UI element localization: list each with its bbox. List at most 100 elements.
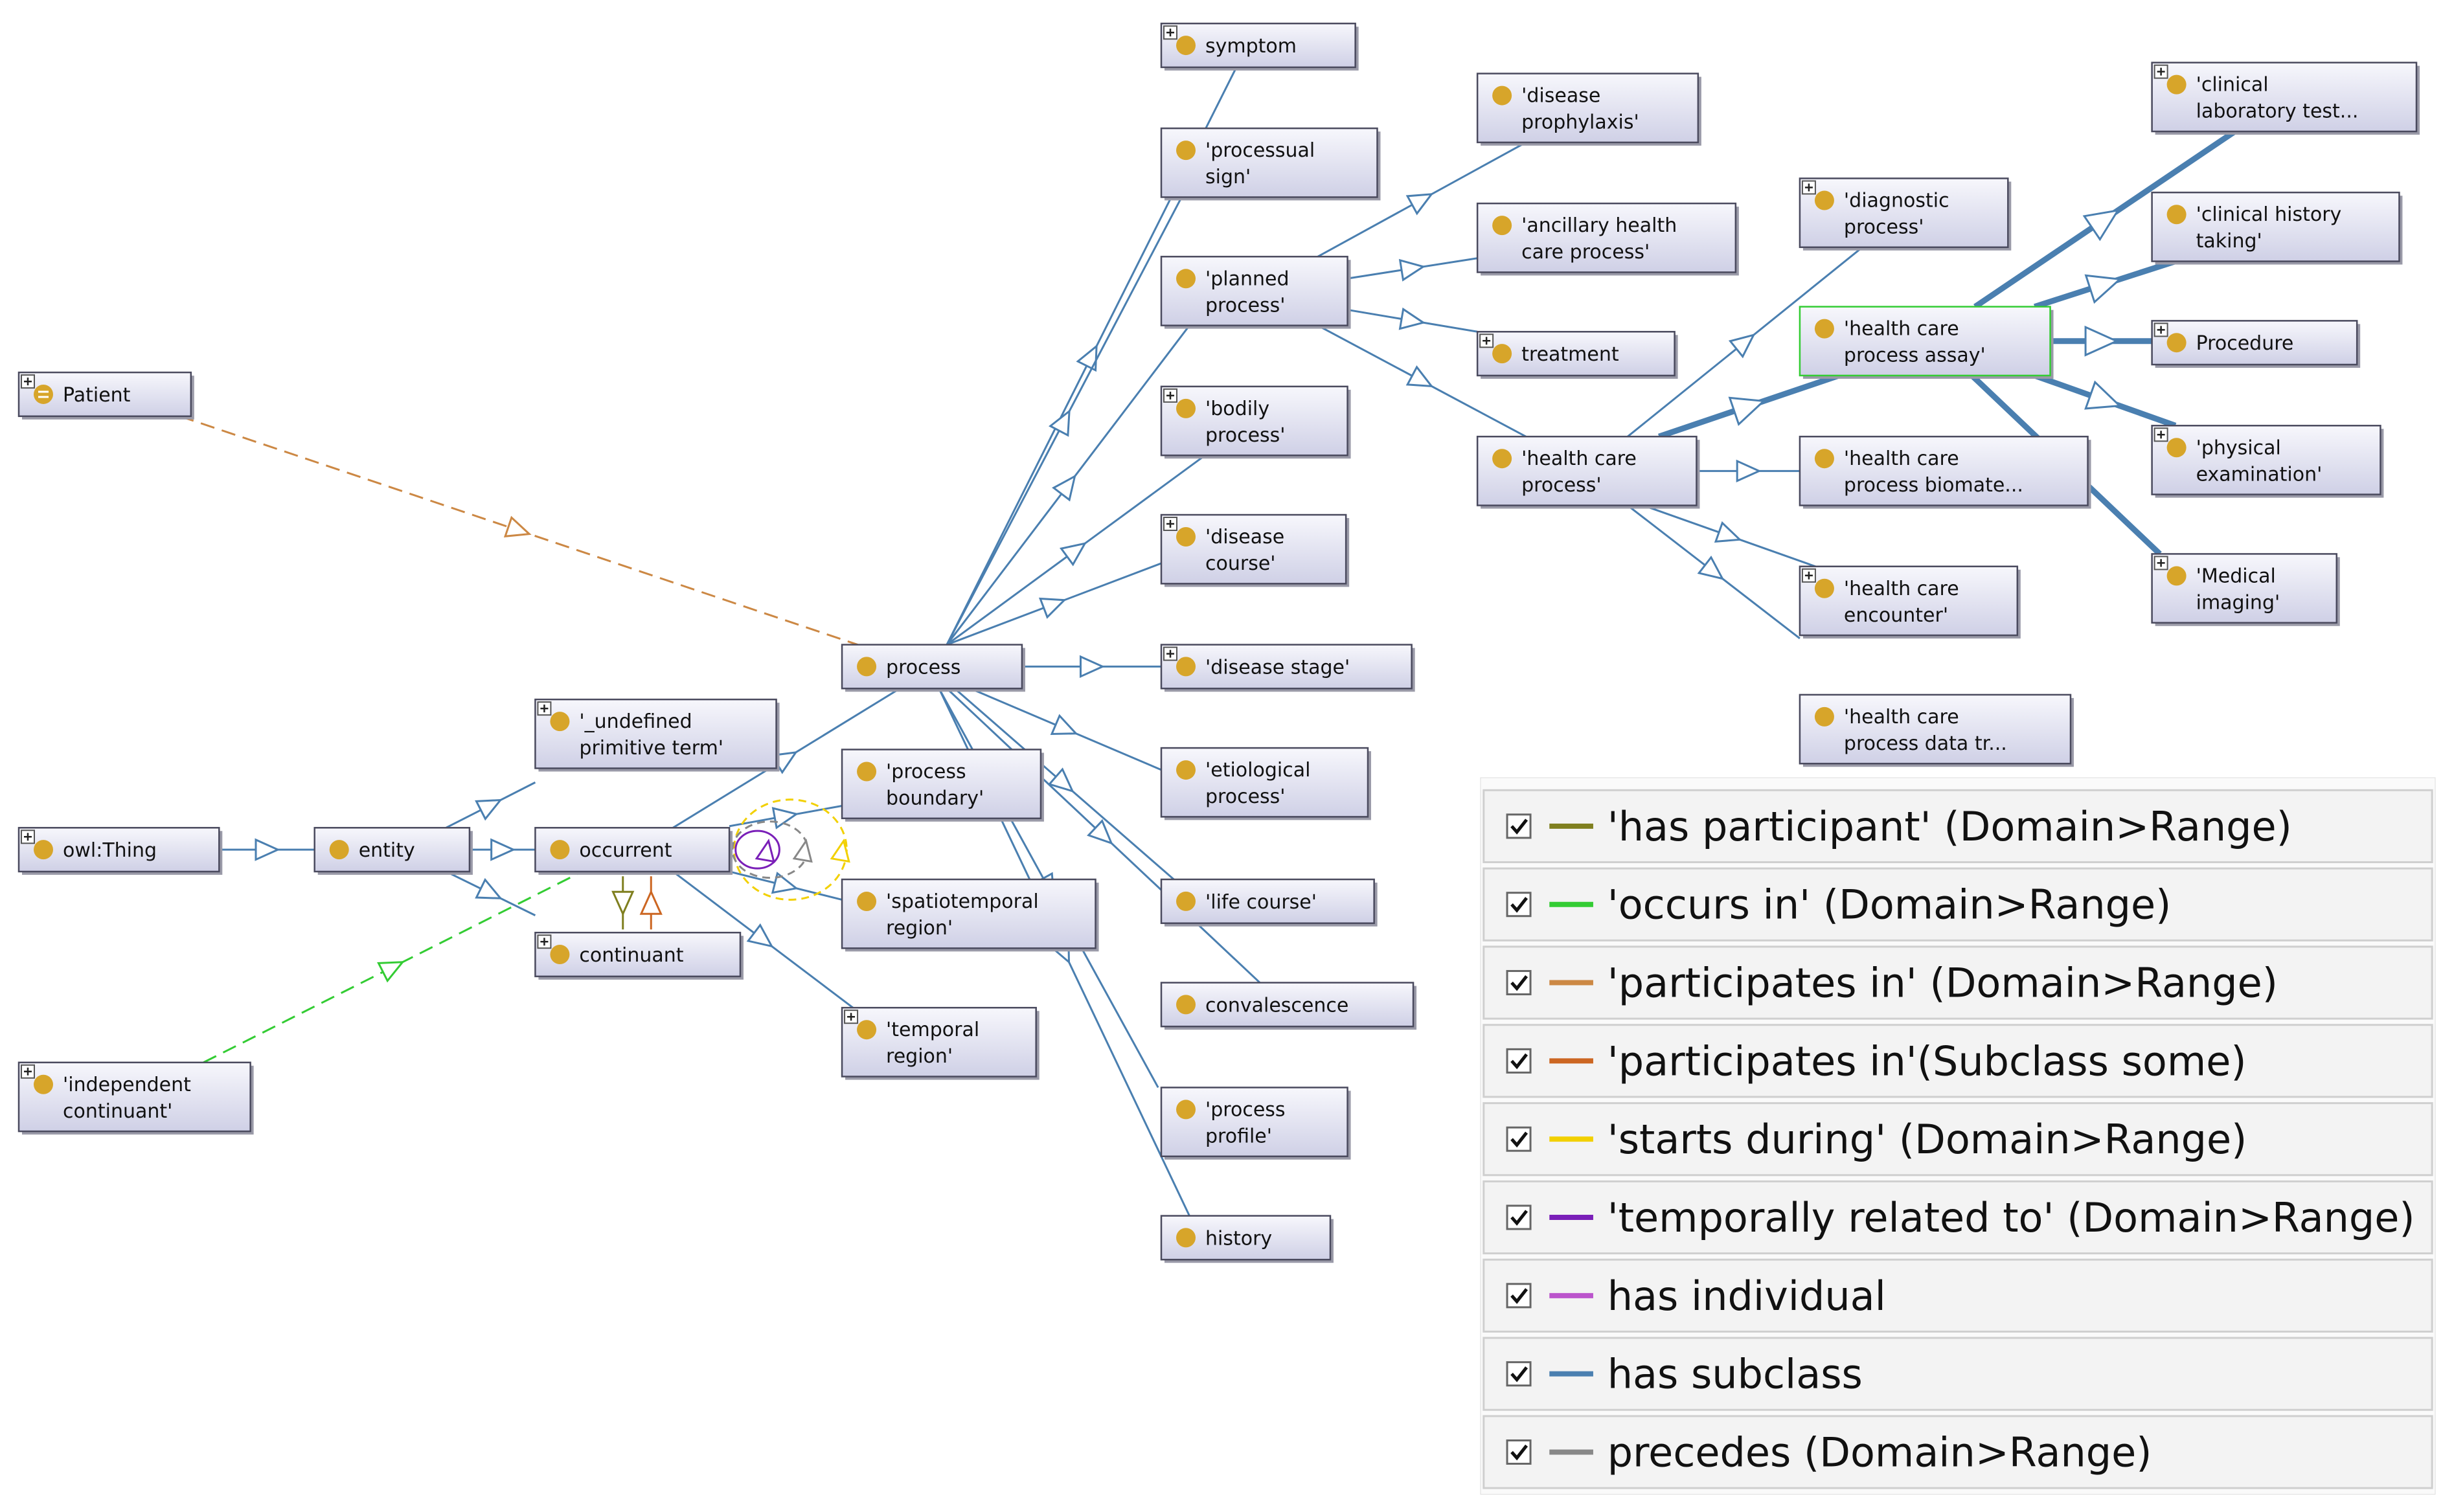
- legend-checkbox[interactable]: [1506, 1126, 1532, 1152]
- legend-checkbox[interactable]: [1506, 970, 1532, 996]
- node-box[interactable]: [1160, 256, 1348, 326]
- node-box[interactable]: [1160, 513, 1347, 585]
- node-box[interactable]: [841, 1006, 1037, 1078]
- node-box[interactable]: [1476, 73, 1699, 144]
- legend-checkbox[interactable]: [1506, 813, 1532, 839]
- node-box[interactable]: [1799, 694, 2072, 765]
- node-box[interactable]: [1799, 565, 2019, 637]
- edge-arrowhead: [1079, 655, 1106, 679]
- legend-checkbox[interactable]: [1506, 1361, 1532, 1387]
- node-disease-stage[interactable]: 'disease stage': [1160, 644, 1415, 692]
- node-box[interactable]: [1799, 435, 2089, 506]
- legend-checkbox[interactable]: [1506, 1439, 1532, 1465]
- legend-row[interactable]: has individual: [1483, 1258, 2433, 1333]
- plus-icon: [23, 833, 32, 841]
- legend-checkbox[interactable]: [1506, 1204, 1532, 1230]
- legend-row[interactable]: precedes (Domain>Range): [1483, 1415, 2433, 1489]
- node-box[interactable]: [1160, 747, 1369, 818]
- plus-icon: [23, 1067, 32, 1076]
- legend-label: has subclass: [1608, 1351, 1863, 1398]
- node-symptom[interactable]: symptom: [1160, 22, 1359, 71]
- node-patient[interactable]: Patient: [17, 371, 194, 420]
- node-convalescence[interactable]: convalescence: [1160, 982, 1417, 1030]
- plus-icon: [540, 705, 549, 713]
- node-label: process biomate...: [1844, 474, 2023, 497]
- node-box[interactable]: [2151, 191, 2400, 262]
- legend-row[interactable]: 'has participant' (Domain>Range): [1483, 789, 2433, 863]
- node-box[interactable]: [313, 827, 471, 873]
- node-box[interactable]: [1160, 385, 1348, 457]
- node-box[interactable]: [1160, 1087, 1348, 1158]
- legend-row-bg: [1483, 945, 2433, 1020]
- legend-row[interactable]: has subclass: [1483, 1337, 2433, 1411]
- legend-checkbox[interactable]: [1506, 1283, 1532, 1309]
- node-box[interactable]: [841, 749, 1042, 820]
- node-box[interactable]: [17, 1061, 251, 1133]
- node-history[interactable]: history: [1160, 1215, 1334, 1263]
- node-box[interactable]: [2151, 553, 2338, 624]
- node-box[interactable]: [1476, 202, 1737, 273]
- edge-arrowhead: [1048, 409, 1071, 437]
- node-box[interactable]: [1799, 306, 2051, 377]
- node-box[interactable]: [841, 878, 1096, 949]
- node-box[interactable]: [1799, 177, 2009, 249]
- legend-row[interactable]: 'participates in'(Subclass some): [1483, 1024, 2433, 1098]
- legend-checkbox[interactable]: [1506, 892, 1532, 918]
- legend-row[interactable]: 'participates in' (Domain>Range): [1483, 945, 2433, 1020]
- edge-temporally-related-loop[interactable]: [734, 829, 780, 870]
- node-process[interactable]: process: [841, 644, 1025, 692]
- plus-icon: [1166, 28, 1175, 37]
- node-procedure[interactable]: Procedure: [2151, 320, 2361, 368]
- node-box[interactable]: [1476, 435, 1698, 506]
- node-box[interactable]: [2151, 425, 2381, 495]
- node-entity[interactable]: entity: [313, 827, 473, 875]
- node-box[interactable]: [1160, 982, 1414, 1028]
- node-box[interactable]: [534, 698, 777, 769]
- node-label: profile': [1205, 1125, 1272, 1147]
- legend-row[interactable]: 'occurs in' (Domain>Range): [1483, 867, 2433, 942]
- node-label: 'diagnostic: [1844, 189, 1949, 212]
- node-treatment[interactable]: treatment: [1476, 331, 1678, 379]
- plus-icon: [1804, 571, 1813, 580]
- node-life-course[interactable]: 'life course': [1160, 878, 1378, 927]
- legend-row[interactable]: 'starts during' (Domain>Range): [1483, 1102, 2433, 1177]
- node-label: occurrent: [579, 839, 672, 862]
- edge-arrowhead: [1052, 474, 1076, 502]
- node-box[interactable]: [1160, 127, 1378, 198]
- edge-arrowhead: [1405, 193, 1434, 216]
- node-occurrent[interactable]: occurrent: [534, 827, 733, 875]
- legend-row[interactable]: 'temporally related to' (Domain>Range): [1483, 1180, 2433, 1255]
- edge-arrowhead: [792, 838, 813, 863]
- node-box[interactable]: [1160, 644, 1413, 690]
- check-icon: [1510, 1053, 1528, 1070]
- node-box[interactable]: [2151, 62, 2418, 133]
- node-owl-thing[interactable]: owl:Thing: [17, 827, 223, 875]
- legend-checkbox[interactable]: [1506, 1048, 1532, 1074]
- node-box[interactable]: [1160, 878, 1375, 924]
- node-continuant[interactable]: continuant: [534, 931, 744, 980]
